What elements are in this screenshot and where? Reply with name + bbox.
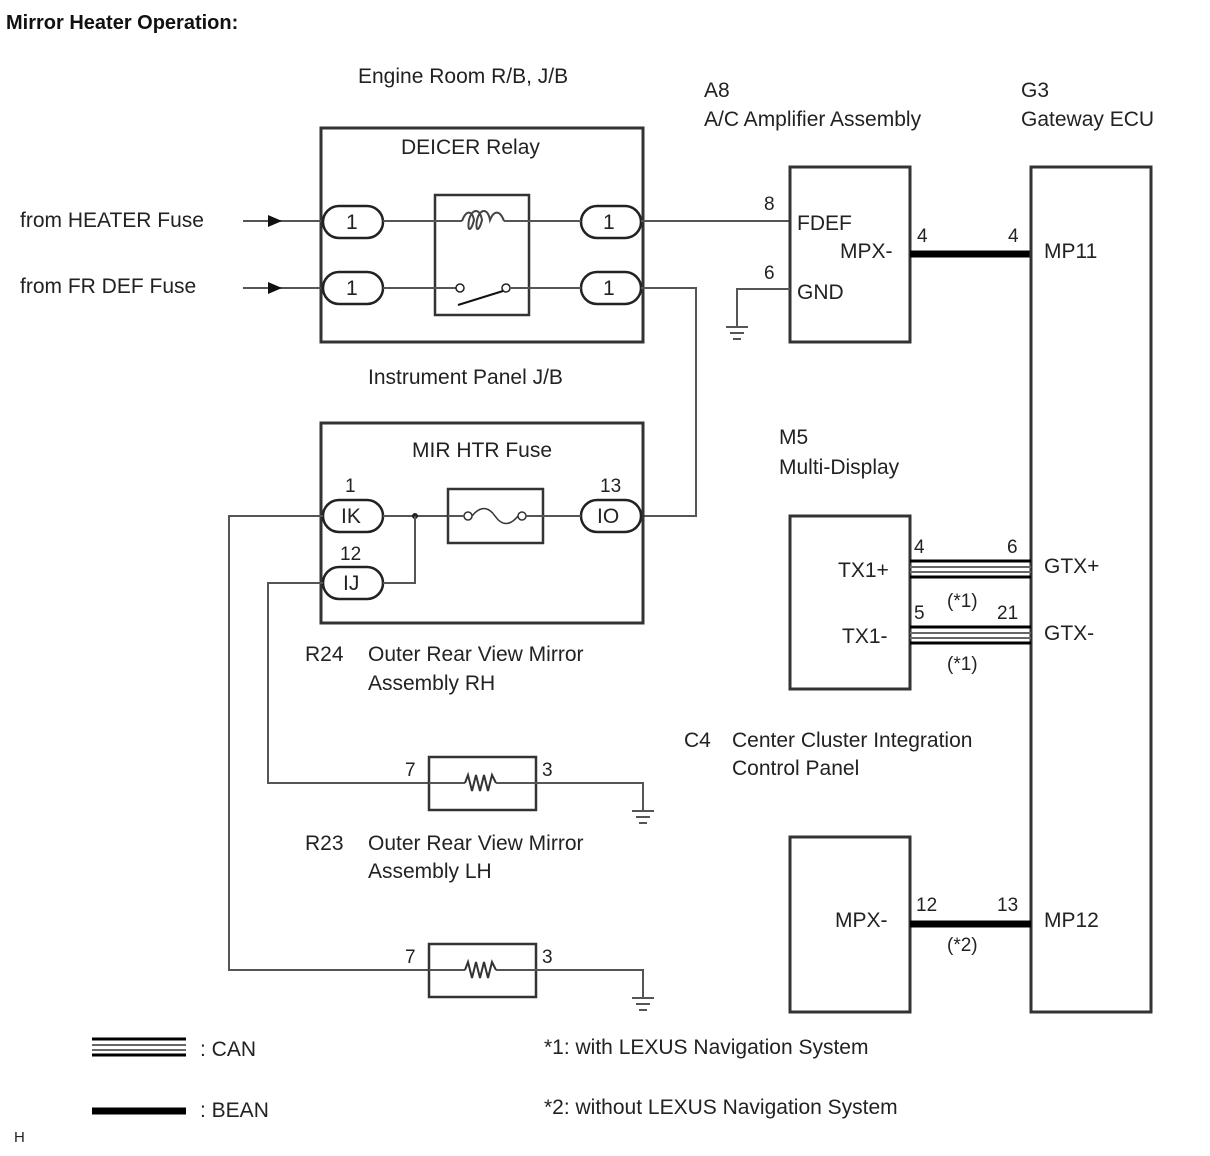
- pin-label-fdef: FDEF: [797, 212, 852, 235]
- mirror-lh-name-line2: Assembly LH: [368, 860, 492, 883]
- terminal-io: IO: [579, 498, 643, 534]
- ground-icon: [632, 997, 654, 1011]
- relay-terminal-right-top: 1: [579, 204, 643, 240]
- svg-text:IK: IK: [341, 505, 361, 528]
- pin-number: 13: [600, 476, 621, 497]
- pin-number: 3: [542, 947, 553, 968]
- pin-number: 1: [345, 476, 356, 497]
- pin-number: 3: [542, 760, 553, 781]
- mirror-lh-code: R23: [305, 832, 344, 855]
- pin-number: 7: [405, 760, 416, 781]
- terminal-ik: IK: [321, 498, 385, 534]
- multi-display-box: [788, 514, 912, 691]
- ac-amp-code: A8: [704, 79, 730, 102]
- pin-label-gtxm: GTX-: [1044, 622, 1094, 645]
- relay-terminal-right-bottom: 1: [579, 270, 643, 306]
- pin-number: 4: [917, 226, 928, 247]
- multi-display-code: M5: [779, 426, 808, 449]
- mirror-rh-name-line2: Assembly RH: [368, 672, 495, 695]
- engine-room-box: [319, 126, 645, 344]
- pin-number: 5: [914, 603, 925, 624]
- svg-text:1: 1: [603, 277, 615, 300]
- pin-number: 8: [764, 194, 775, 215]
- gateway-code: G3: [1021, 79, 1049, 102]
- mirror-lh-name: Outer Rear View Mirror: [368, 832, 584, 855]
- instrument-panel-box: [319, 421, 645, 625]
- pin-label-mpx: MPX-: [835, 909, 888, 932]
- pin-number: 21: [997, 603, 1018, 624]
- can-wire-gtxm: [910, 625, 1031, 645]
- footnote-2: *2: without LEXUS Navigation System: [544, 1096, 898, 1119]
- ij-to-rh-mirror-wire: [267, 582, 429, 784]
- terminal-ij: IJ: [321, 565, 385, 601]
- switch-contact-icon: [501, 283, 511, 293]
- footnote-1: *1: with LEXUS Navigation System: [544, 1036, 868, 1059]
- center-cluster-name-line2: Control Panel: [732, 757, 859, 780]
- gateway-box: [1029, 165, 1153, 1014]
- input-heater-fuse-label: from HEATER Fuse: [20, 209, 204, 232]
- ik-to-lh-mirror-wire: [228, 515, 429, 971]
- mirror-rh-code: R24: [305, 643, 344, 666]
- svg-text:IO: IO: [597, 505, 619, 528]
- svg-text:1: 1: [346, 211, 358, 234]
- pin-number: 4: [914, 537, 925, 558]
- pin-number: 4: [1008, 226, 1019, 247]
- legend-bean-label: : BEAN: [200, 1099, 269, 1122]
- pin-label-tx1p: TX1+: [838, 559, 889, 582]
- mir-htr-fuse-label: MIR HTR Fuse: [412, 439, 552, 462]
- center-cluster-name: Center Cluster Integration: [732, 729, 972, 752]
- ac-amp-name: A/C Amplifier Assembly: [704, 108, 922, 131]
- legend-can-symbol: [92, 1037, 186, 1057]
- deicer-relay-label: DEICER Relay: [401, 136, 540, 159]
- resistor-icon: [464, 958, 497, 979]
- legend-can-label: : CAN: [200, 1038, 256, 1061]
- engine-room-label: Engine Room R/B, J/B: [358, 65, 568, 88]
- relay-coil-icon: [461, 210, 505, 230]
- pin-label-gnd: GND: [797, 281, 844, 304]
- pin-number: 13: [997, 895, 1018, 916]
- relay-switch-icon: [457, 290, 504, 306]
- switch-contact-icon: [455, 283, 465, 293]
- pin-number: 12: [340, 544, 361, 565]
- multi-display-name: Multi-Display: [779, 456, 900, 479]
- pin-label-gtxp: GTX+: [1044, 555, 1099, 578]
- mirror-rh-name: Outer Rear View Mirror: [368, 643, 584, 666]
- gateway-name: Gateway ECU: [1021, 108, 1154, 131]
- svg-text:1: 1: [346, 277, 358, 300]
- pin-label-mp12: MP12: [1044, 909, 1099, 932]
- ground-icon: [726, 326, 748, 340]
- footer-mark: H: [14, 1129, 25, 1146]
- diagram-title: Mirror Heater Operation:: [6, 12, 238, 34]
- relay-terminal-left-top: 1: [321, 204, 385, 240]
- note-ref: (*1): [947, 654, 978, 675]
- relay-box: [433, 193, 531, 317]
- ground-icon: [632, 810, 654, 824]
- pin-number: 6: [764, 263, 775, 284]
- svg-text:1: 1: [603, 211, 615, 234]
- relay-terminal-left-bottom: 1: [321, 270, 385, 306]
- center-cluster-code: C4: [684, 729, 711, 752]
- relay-to-fuse-wire: [641, 287, 697, 517]
- svg-text:IJ: IJ: [343, 572, 359, 595]
- note-ref: (*1): [947, 591, 978, 612]
- can-wire-gtxp: [910, 559, 1031, 579]
- pin-label-tx1m: TX1-: [842, 625, 888, 648]
- pin-label-mp11: MP11: [1044, 240, 1097, 263]
- pin-number: 12: [916, 895, 937, 916]
- note-ref: (*2): [947, 935, 978, 956]
- pin-number: 6: [1007, 537, 1018, 558]
- resistor-icon: [464, 771, 497, 792]
- arrow-icon: [268, 282, 282, 294]
- fuse-icon: [463, 507, 527, 525]
- pin-label-mpx: MPX-: [840, 240, 893, 263]
- pin-number: 7: [405, 947, 416, 968]
- gnd-wire: [736, 288, 790, 326]
- arrow-icon: [268, 215, 282, 227]
- instrument-panel-label: Instrument Panel J/B: [368, 366, 563, 389]
- input-fr-def-fuse-label: from FR DEF Fuse: [20, 275, 196, 298]
